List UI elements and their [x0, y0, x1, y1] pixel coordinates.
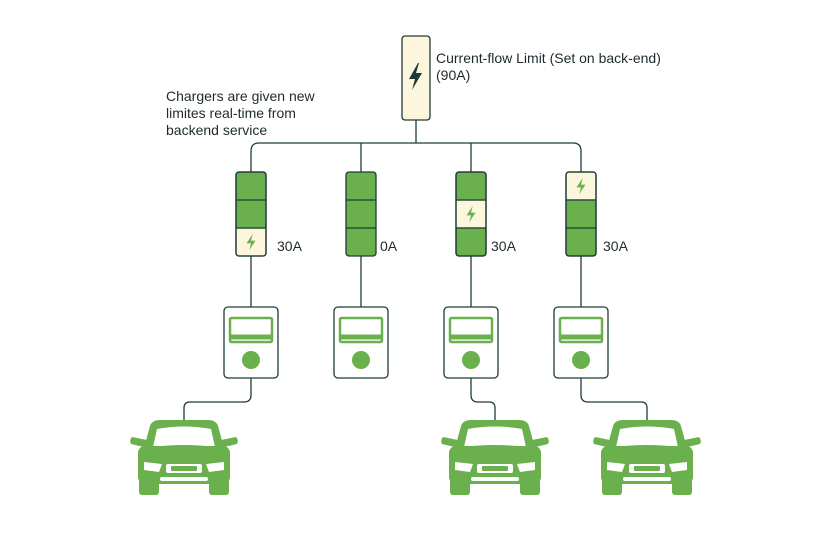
- station-button: [572, 351, 590, 369]
- car-bumper: [471, 477, 519, 481]
- charging-cable: [580, 378, 648, 420]
- car-mirror: [130, 437, 148, 448]
- ev-charging-station-icon: [223, 306, 279, 379]
- charger-unit: [565, 171, 597, 257]
- car-mirror: [531, 437, 549, 448]
- charger-unit: [345, 171, 377, 257]
- car-headlight: [455, 462, 473, 472]
- charger-meter-outline: [235, 171, 267, 257]
- charger-meter-outline: [565, 171, 597, 257]
- car-front-icon: [593, 420, 701, 495]
- current-limit-label: Current-flow Limit (Set on back-end) (90…: [436, 50, 661, 84]
- car-headlight: [517, 462, 535, 472]
- car-grille-inner: [482, 466, 508, 471]
- connection-lines: [183, 120, 648, 420]
- car-mirror: [441, 437, 459, 448]
- car-headlight: [669, 462, 687, 472]
- backend-note-line1: Chargers are given new: [166, 88, 315, 104]
- charger-unit: [235, 171, 267, 257]
- current-limit-label-line2: (90A): [436, 67, 471, 83]
- charger-4-amperage: 30A: [603, 238, 628, 254]
- car-grille-inner: [171, 466, 197, 471]
- car-mirror: [683, 437, 701, 448]
- car-windshield: [153, 426, 215, 447]
- charger-meter-empty: [345, 171, 377, 257]
- car-bumper: [623, 477, 671, 481]
- backend-note: Chargers are given new limites real-time…: [166, 88, 315, 139]
- stations-group: [223, 306, 609, 379]
- cars-group: [130, 420, 701, 495]
- ev-charging-station-icon: [553, 306, 609, 379]
- charger-1-amperage: 30A: [277, 238, 302, 254]
- bus-line: [250, 142, 582, 172]
- car-mirror: [220, 437, 238, 448]
- car-headlight: [607, 462, 625, 472]
- station-button: [352, 351, 370, 369]
- car-headlight: [206, 462, 224, 472]
- car-grille-inner: [634, 466, 660, 471]
- car-bumper: [160, 477, 208, 481]
- station-button: [242, 351, 260, 369]
- lightning-bolt-icon: [409, 63, 422, 90]
- ev-charging-station-icon: [443, 306, 499, 379]
- charger-2-amperage: 0A: [380, 238, 398, 254]
- car-mirror: [593, 437, 611, 448]
- chargers-group: [235, 171, 597, 257]
- backend-note-line3: backend service: [166, 122, 268, 138]
- charging-cable: [470, 378, 496, 420]
- current-limit-label-line1: Current-flow Limit (Set on back-end): [436, 50, 661, 66]
- lightning-bolt-icon: [466, 205, 476, 223]
- charger-unit: [455, 171, 487, 257]
- charger-meter-outline: [455, 171, 487, 257]
- lightning-bolt-icon: [576, 177, 586, 195]
- lightning-bolt-icon: [246, 233, 256, 251]
- station-button: [462, 351, 480, 369]
- backend-note-line2: limites real-time from: [166, 105, 296, 121]
- car-front-icon: [130, 420, 238, 495]
- car-windshield: [464, 426, 526, 447]
- charging-cable: [183, 378, 252, 420]
- current-limit-box: [401, 35, 431, 121]
- ev-charging-station-icon: [333, 306, 389, 379]
- car-headlight: [144, 462, 162, 472]
- charger-3-amperage: 30A: [491, 238, 516, 254]
- car-windshield: [616, 426, 678, 447]
- car-front-icon: [441, 420, 549, 495]
